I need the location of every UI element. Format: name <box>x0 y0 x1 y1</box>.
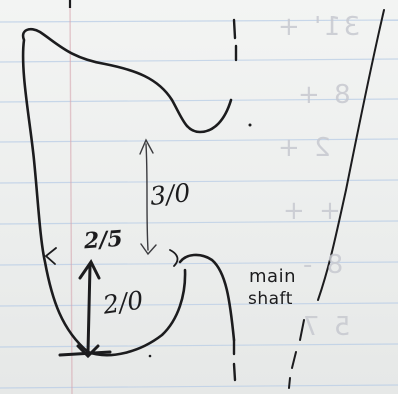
bleed-mark: 8 - <box>300 250 344 280</box>
margin-line <box>69 0 73 394</box>
dimension-2-5 <box>44 247 179 267</box>
dashed-center-line <box>232 18 238 382</box>
bleed-mark: 8 + <box>295 80 351 110</box>
bleed-mark: 2 + <box>275 133 331 163</box>
bleed-mark: 31' + <box>275 12 361 42</box>
part-label-line2: shaft <box>248 289 293 309</box>
upper-gap-dimension-label: 3/0 <box>148 177 192 212</box>
outline-main-shaft <box>178 253 236 342</box>
ruled-lines <box>0 19 398 389</box>
lower-depth-dimension-label: 2/0 <box>101 285 146 320</box>
dimension-2-0 <box>58 259 112 359</box>
pencil-dot-2 <box>148 354 152 358</box>
neck-width-dimension-label: 2/5 <box>83 225 124 255</box>
part-label-line1: main <box>249 266 296 287</box>
dashed-right-line <box>288 9 385 389</box>
dimension-3-0 <box>139 138 157 256</box>
bleed-mark: + + <box>280 196 341 226</box>
outline-left-blob <box>21 27 233 357</box>
pencil-dot <box>248 123 252 127</box>
bleed-mark: 5 7 <box>300 312 351 342</box>
